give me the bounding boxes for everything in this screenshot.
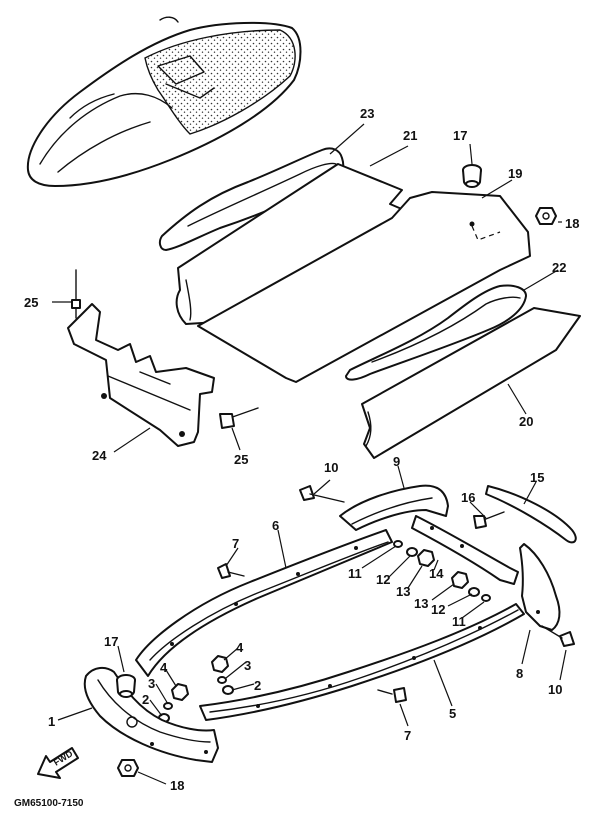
bolt-10-upper bbox=[299, 485, 345, 503]
rail-14 bbox=[411, 515, 519, 585]
callout-9: 9 bbox=[393, 454, 400, 469]
callout-3-right: 3 bbox=[244, 658, 251, 673]
callout-2-right: 2 bbox=[254, 678, 261, 693]
mat-21 bbox=[175, 163, 405, 325]
callout-24: 24 bbox=[92, 448, 107, 463]
callout-4-left: 4 bbox=[160, 660, 168, 675]
rail-5 bbox=[199, 603, 525, 721]
callout-7-upper: 7 bbox=[232, 536, 239, 551]
grommet-17-top bbox=[462, 164, 482, 188]
screw-7-lower bbox=[377, 687, 407, 703]
callout-18-bottom: 18 bbox=[170, 778, 184, 793]
callout-16: 16 bbox=[461, 490, 475, 505]
bracket-24 bbox=[67, 303, 215, 447]
leader-lines bbox=[52, 123, 567, 785]
bolt-10-lower bbox=[541, 625, 575, 647]
fwd-arrow: FWD bbox=[37, 747, 79, 779]
callout-25-upper: 25 bbox=[24, 295, 38, 310]
bolt-25-upper bbox=[71, 269, 81, 319]
callout-3-left: 3 bbox=[148, 676, 155, 691]
washer-11-right bbox=[481, 594, 491, 602]
callout-17-top: 17 bbox=[453, 128, 467, 143]
callout-21: 21 bbox=[403, 128, 417, 143]
nut-18-bottom bbox=[117, 759, 139, 777]
drawing-code: GM65100-7150 bbox=[14, 798, 84, 809]
callout-15: 15 bbox=[530, 470, 544, 485]
callout-7-lower: 7 bbox=[404, 728, 411, 743]
callout-12-right: 12 bbox=[431, 602, 445, 617]
washer-3-right bbox=[217, 676, 227, 684]
callout-1: 1 bbox=[48, 714, 55, 729]
grommet-17-bottom bbox=[116, 674, 136, 698]
callout-8: 8 bbox=[516, 666, 523, 681]
callout-25-lower: 25 bbox=[234, 452, 248, 467]
nut-4-left bbox=[171, 683, 189, 701]
bracket-9 bbox=[339, 484, 449, 531]
callout-6: 6 bbox=[272, 518, 279, 533]
mat-20 bbox=[361, 307, 581, 459]
callout-19: 19 bbox=[508, 166, 522, 181]
callout-13-left: 13 bbox=[396, 584, 410, 599]
callout-4-right: 4 bbox=[236, 640, 244, 655]
washer-11-left bbox=[393, 540, 403, 548]
callout-11-left: 11 bbox=[348, 566, 362, 581]
screw-7-upper bbox=[217, 563, 245, 579]
callout-13-right: 13 bbox=[414, 596, 428, 611]
washer-2-right bbox=[222, 685, 234, 695]
rivet-16 bbox=[473, 511, 505, 529]
callout-11-right: 11 bbox=[452, 614, 466, 629]
nut-13-left bbox=[417, 549, 435, 567]
nut-13-right bbox=[451, 571, 469, 589]
rail-6 bbox=[135, 529, 393, 677]
callout-23: 23 bbox=[360, 106, 374, 121]
washer-12-left bbox=[406, 547, 418, 557]
bracket-8 bbox=[519, 543, 561, 631]
callout-12-left: 12 bbox=[376, 572, 390, 587]
bolt-25-lower bbox=[219, 407, 259, 429]
strip-15 bbox=[485, 485, 577, 544]
callout-22: 22 bbox=[552, 260, 566, 275]
callout-10-lower: 10 bbox=[548, 682, 562, 697]
callout-14: 14 bbox=[429, 566, 444, 581]
callout-2-left: 2 bbox=[142, 692, 149, 707]
pad-22 bbox=[345, 284, 527, 381]
callout-5: 5 bbox=[449, 706, 456, 721]
callout-10-upper: 10 bbox=[324, 460, 338, 475]
callout-labels: 23 21 17 19 18 22 20 25 24 25 10 9 15 16… bbox=[24, 106, 579, 793]
mat-19 bbox=[197, 191, 531, 383]
callout-17-bottom: 17 bbox=[104, 634, 118, 649]
nut-18-top bbox=[535, 207, 557, 225]
watercraft-overview bbox=[26, 16, 302, 187]
callout-18-top: 18 bbox=[565, 216, 579, 231]
callout-20: 20 bbox=[519, 414, 533, 429]
